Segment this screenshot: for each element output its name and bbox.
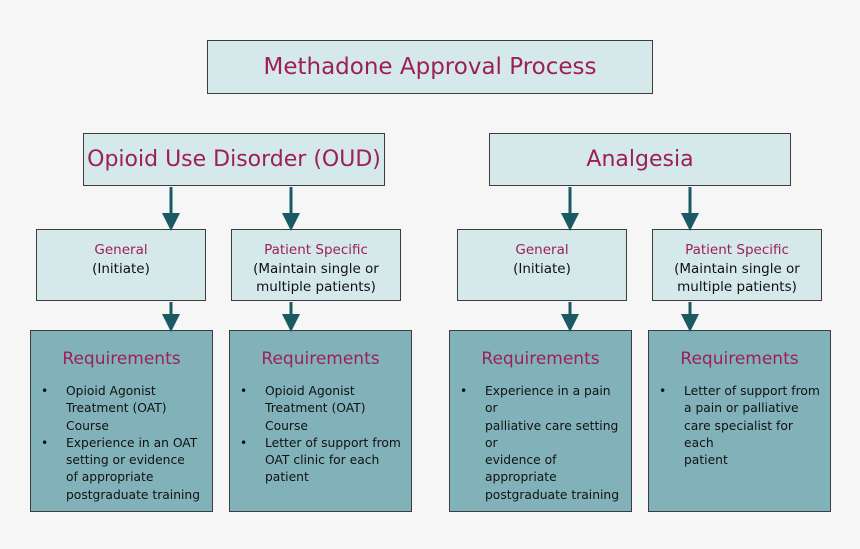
category-analgesia: Analgesia xyxy=(489,133,791,186)
oud-patient-specific-desc-line2: multiple patients) xyxy=(256,279,376,295)
requirement-item: Opioid Agonist Treatment (OAT) Course xyxy=(240,383,403,435)
category-oud: Opioid Use Disorder (OUD) xyxy=(83,133,385,186)
oud-patient-specific-desc-line1: (Maintain single or xyxy=(253,260,379,277)
oud-patient-specific-requirements: Requirements Opioid Agonist Treatment (O… xyxy=(229,330,412,512)
analgesia-patient-specific-title: Patient Specific xyxy=(685,242,789,258)
requirement-item: Experience in a pain or palliative care … xyxy=(460,383,623,504)
oud-patient-specific-box: Patient Specific (Maintain single or mul… xyxy=(231,229,401,301)
requirements-list: Letter of support from a pain or palliat… xyxy=(649,383,830,469)
analgesia-patient-specific-desc-line1: (Maintain single or xyxy=(674,260,800,277)
oud-general-box: General (Initiate) xyxy=(36,229,206,301)
requirements-heading: Requirements xyxy=(62,349,181,369)
analgesia-general-title: General xyxy=(515,242,569,258)
analgesia-patient-specific-requirements: Requirements Letter of support from a pa… xyxy=(648,330,831,512)
requirements-list: Experience in a pain or palliative care … xyxy=(450,383,631,504)
requirements-heading: Requirements xyxy=(481,349,600,369)
analgesia-general-requirements: Requirements Experience in a pain or pal… xyxy=(449,330,632,512)
analgesia-patient-specific-box: Patient Specific (Maintain single or mul… xyxy=(652,229,822,301)
requirement-item: Opioid Agonist Treatment (OAT) Course xyxy=(41,383,204,435)
requirements-heading: Requirements xyxy=(680,349,799,369)
oud-general-desc: (Initiate) xyxy=(92,260,150,277)
oud-general-requirements: Requirements Opioid Agonist Treatment (O… xyxy=(30,330,213,512)
requirement-item: Experience in an OAT setting or evidence… xyxy=(41,435,204,504)
requirement-item: Letter of support from a pain or palliat… xyxy=(659,383,822,469)
oud-general-title: General xyxy=(94,242,148,258)
analgesia-general-box: General (Initiate) xyxy=(457,229,627,301)
diagram-title: Methadone Approval Process xyxy=(207,40,653,94)
requirements-list: Opioid Agonist Treatment (OAT) Course Ex… xyxy=(31,383,212,504)
requirement-item: Letter of support from OAT clinic for ea… xyxy=(240,435,403,487)
analgesia-patient-specific-desc-line2: multiple patients) xyxy=(677,279,797,295)
requirements-heading: Requirements xyxy=(261,349,380,369)
analgesia-general-desc: (Initiate) xyxy=(513,260,571,277)
requirements-list: Opioid Agonist Treatment (OAT) Course Le… xyxy=(230,383,411,487)
oud-patient-specific-title: Patient Specific xyxy=(264,242,368,258)
